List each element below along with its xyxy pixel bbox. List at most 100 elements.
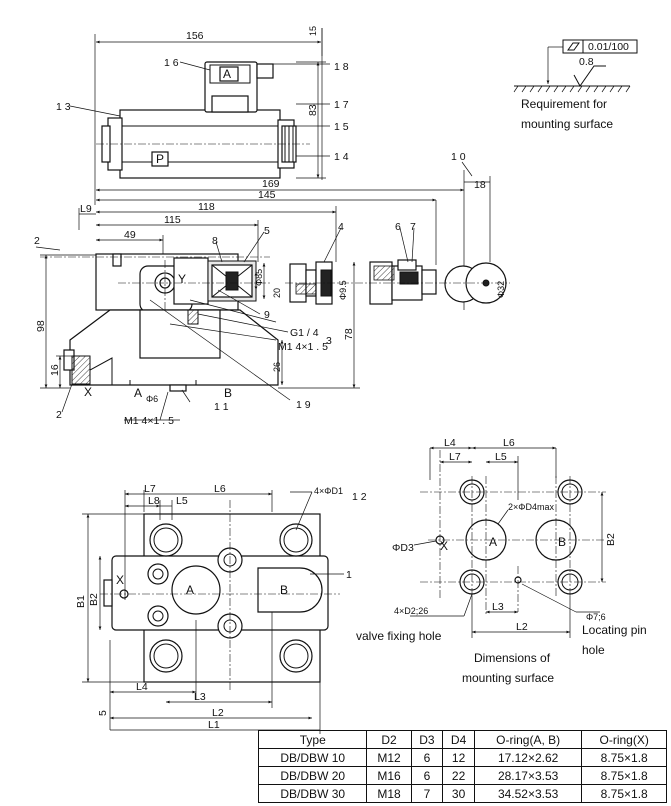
b-port-mount-label: B <box>558 535 566 549</box>
mount-pin-dim: Φ7;6 <box>586 612 606 622</box>
plan-l6: L6 <box>214 483 226 495</box>
callout-10: 1 0 <box>451 151 466 163</box>
dim-49: 49 <box>124 229 136 241</box>
plan-l7: L7 <box>144 483 156 495</box>
thread-g14: G1 / 4 <box>290 327 319 339</box>
dim-l9: L9 <box>80 203 92 215</box>
p-label: P <box>156 152 164 166</box>
valve-fixing-label: valve fixing hole <box>356 629 442 643</box>
thread-m14-bottom: M1 4×1 . 5 <box>124 415 174 427</box>
side-leaders <box>61 227 415 421</box>
dim-phi95: Φ9.5 <box>338 280 348 300</box>
dim-78: 78 <box>343 328 355 340</box>
mount-l3: L3 <box>492 601 504 613</box>
callout-9: 9 <box>264 309 270 321</box>
y-port-label: Y <box>178 272 186 286</box>
mount-d4: 2×ΦD4max <box>508 502 554 512</box>
dim-phi85: Φ85 <box>254 269 264 286</box>
mount-req-line2: mounting surface <box>521 117 613 131</box>
dim-2: 2 <box>34 235 40 247</box>
callout-11: 1 1 <box>214 401 229 413</box>
flatness-symbol <box>513 39 638 93</box>
plan-l5: L5 <box>176 495 188 507</box>
callout-16: 1 6 <box>164 57 179 69</box>
plan-l2: L2 <box>212 707 224 719</box>
dimensions-label-1: Dimensions of <box>474 651 551 665</box>
dim-98: 98 <box>35 320 47 332</box>
oring-table: Type D2 D3 D4 O-ring(A, B) O-ring(X) DB/… <box>257 730 667 803</box>
exploded-parts <box>285 259 510 305</box>
table-header-row: Type D2 D3 D4 O-ring(A, B) O-ring(X) <box>257 730 667 749</box>
table-cell: M16 <box>366 766 412 785</box>
callout-13: 1 3 <box>56 101 71 113</box>
callout-15: 1 5 <box>334 121 349 133</box>
mount-b2: B2 <box>605 533 617 546</box>
table-cell: DB/DBW 20 <box>257 766 368 785</box>
callout-6: 6 <box>395 221 401 233</box>
x-port-side-label: X <box>84 385 92 399</box>
locating-pin-label-1: Locating pin <box>582 623 647 637</box>
mount-l4: L4 <box>444 437 456 449</box>
col-d3: D3 <box>410 730 444 749</box>
callout-19: 1 9 <box>296 399 311 411</box>
plan-b2: B2 <box>88 593 100 606</box>
plan-b1: B1 <box>75 595 87 608</box>
plan-d1: 4×ΦD1 <box>314 486 343 496</box>
b-port-plan-label: B <box>280 583 288 597</box>
b-port-side-label: B <box>224 386 232 400</box>
plan-view <box>100 500 340 690</box>
table-cell: 8.75×1.8 <box>581 748 667 767</box>
valve-body <box>40 253 279 392</box>
dim-18: 18 <box>474 179 486 191</box>
col-d4: D4 <box>442 730 475 749</box>
mount-l6: L6 <box>503 437 515 449</box>
col-type: Type <box>257 730 368 749</box>
locating-pin-label-2: hole <box>582 643 605 657</box>
dim-145: 145 <box>258 189 276 201</box>
dim-15: 15 <box>308 26 318 36</box>
table-cell: 22 <box>442 766 475 785</box>
mount-l2: L2 <box>516 621 528 633</box>
x-port-mount-label: X <box>440 539 448 553</box>
dim-20: 20 <box>272 288 282 298</box>
callout-2: 2 <box>56 409 62 421</box>
col-oring-ab: O-ring(A, B) <box>473 730 583 749</box>
dim-115: 115 <box>164 214 181 226</box>
table-cell: 8.75×1.8 <box>581 766 667 785</box>
side-dimensions <box>35 246 360 389</box>
table-cell: M18 <box>366 784 412 803</box>
callout-7: 7 <box>410 221 416 233</box>
mount-req-line1: Requirement for <box>521 97 607 111</box>
table-cell: 7 <box>410 784 444 803</box>
callout-4: 4 <box>338 221 344 233</box>
table-cell: DB/DBW 30 <box>257 784 368 803</box>
plan-l8: L8 <box>148 495 160 507</box>
callout-12: 1 2 <box>352 491 367 503</box>
plan-l4: L4 <box>136 681 148 693</box>
a-port-mount-label: A <box>489 535 497 549</box>
table-cell: 6 <box>410 766 444 785</box>
dim-phi32: Φ32 <box>496 281 506 298</box>
table-cell: 34.52×3.53 <box>473 784 583 803</box>
dim-phi6: Φ6 <box>146 394 158 404</box>
mount-l7: L7 <box>449 451 461 463</box>
table-cell: 6 <box>410 748 444 767</box>
dim-156: 156 <box>186 30 204 42</box>
mounting-surface <box>420 450 606 616</box>
col-d2: D2 <box>366 730 412 749</box>
table-row: DB/DBW 30 M18 7 30 34.52×3.53 8.75×1.8 <box>257 784 667 803</box>
mount-d3: ΦD3 <box>392 542 414 554</box>
table-row: DB/DBW 20 M16 6 22 28.17×3.53 8.75×1.8 <box>257 766 667 785</box>
flatness-value: 0.01/100 <box>588 41 629 53</box>
dim-83: 83 <box>307 104 319 116</box>
thread-m14-top: M1 4×1 . 5 <box>278 341 328 353</box>
table-cell: 12 <box>442 748 475 767</box>
solenoid-a-label: A <box>223 67 231 81</box>
callout-5: 5 <box>264 225 270 237</box>
table-cell: 8.75×1.8 <box>581 784 667 803</box>
dimensions-label-2: mounting surface <box>462 671 554 685</box>
dim-169: 169 <box>262 178 280 190</box>
table-cell: 17.12×2.62 <box>473 748 583 767</box>
table-cell: M12 <box>366 748 412 767</box>
